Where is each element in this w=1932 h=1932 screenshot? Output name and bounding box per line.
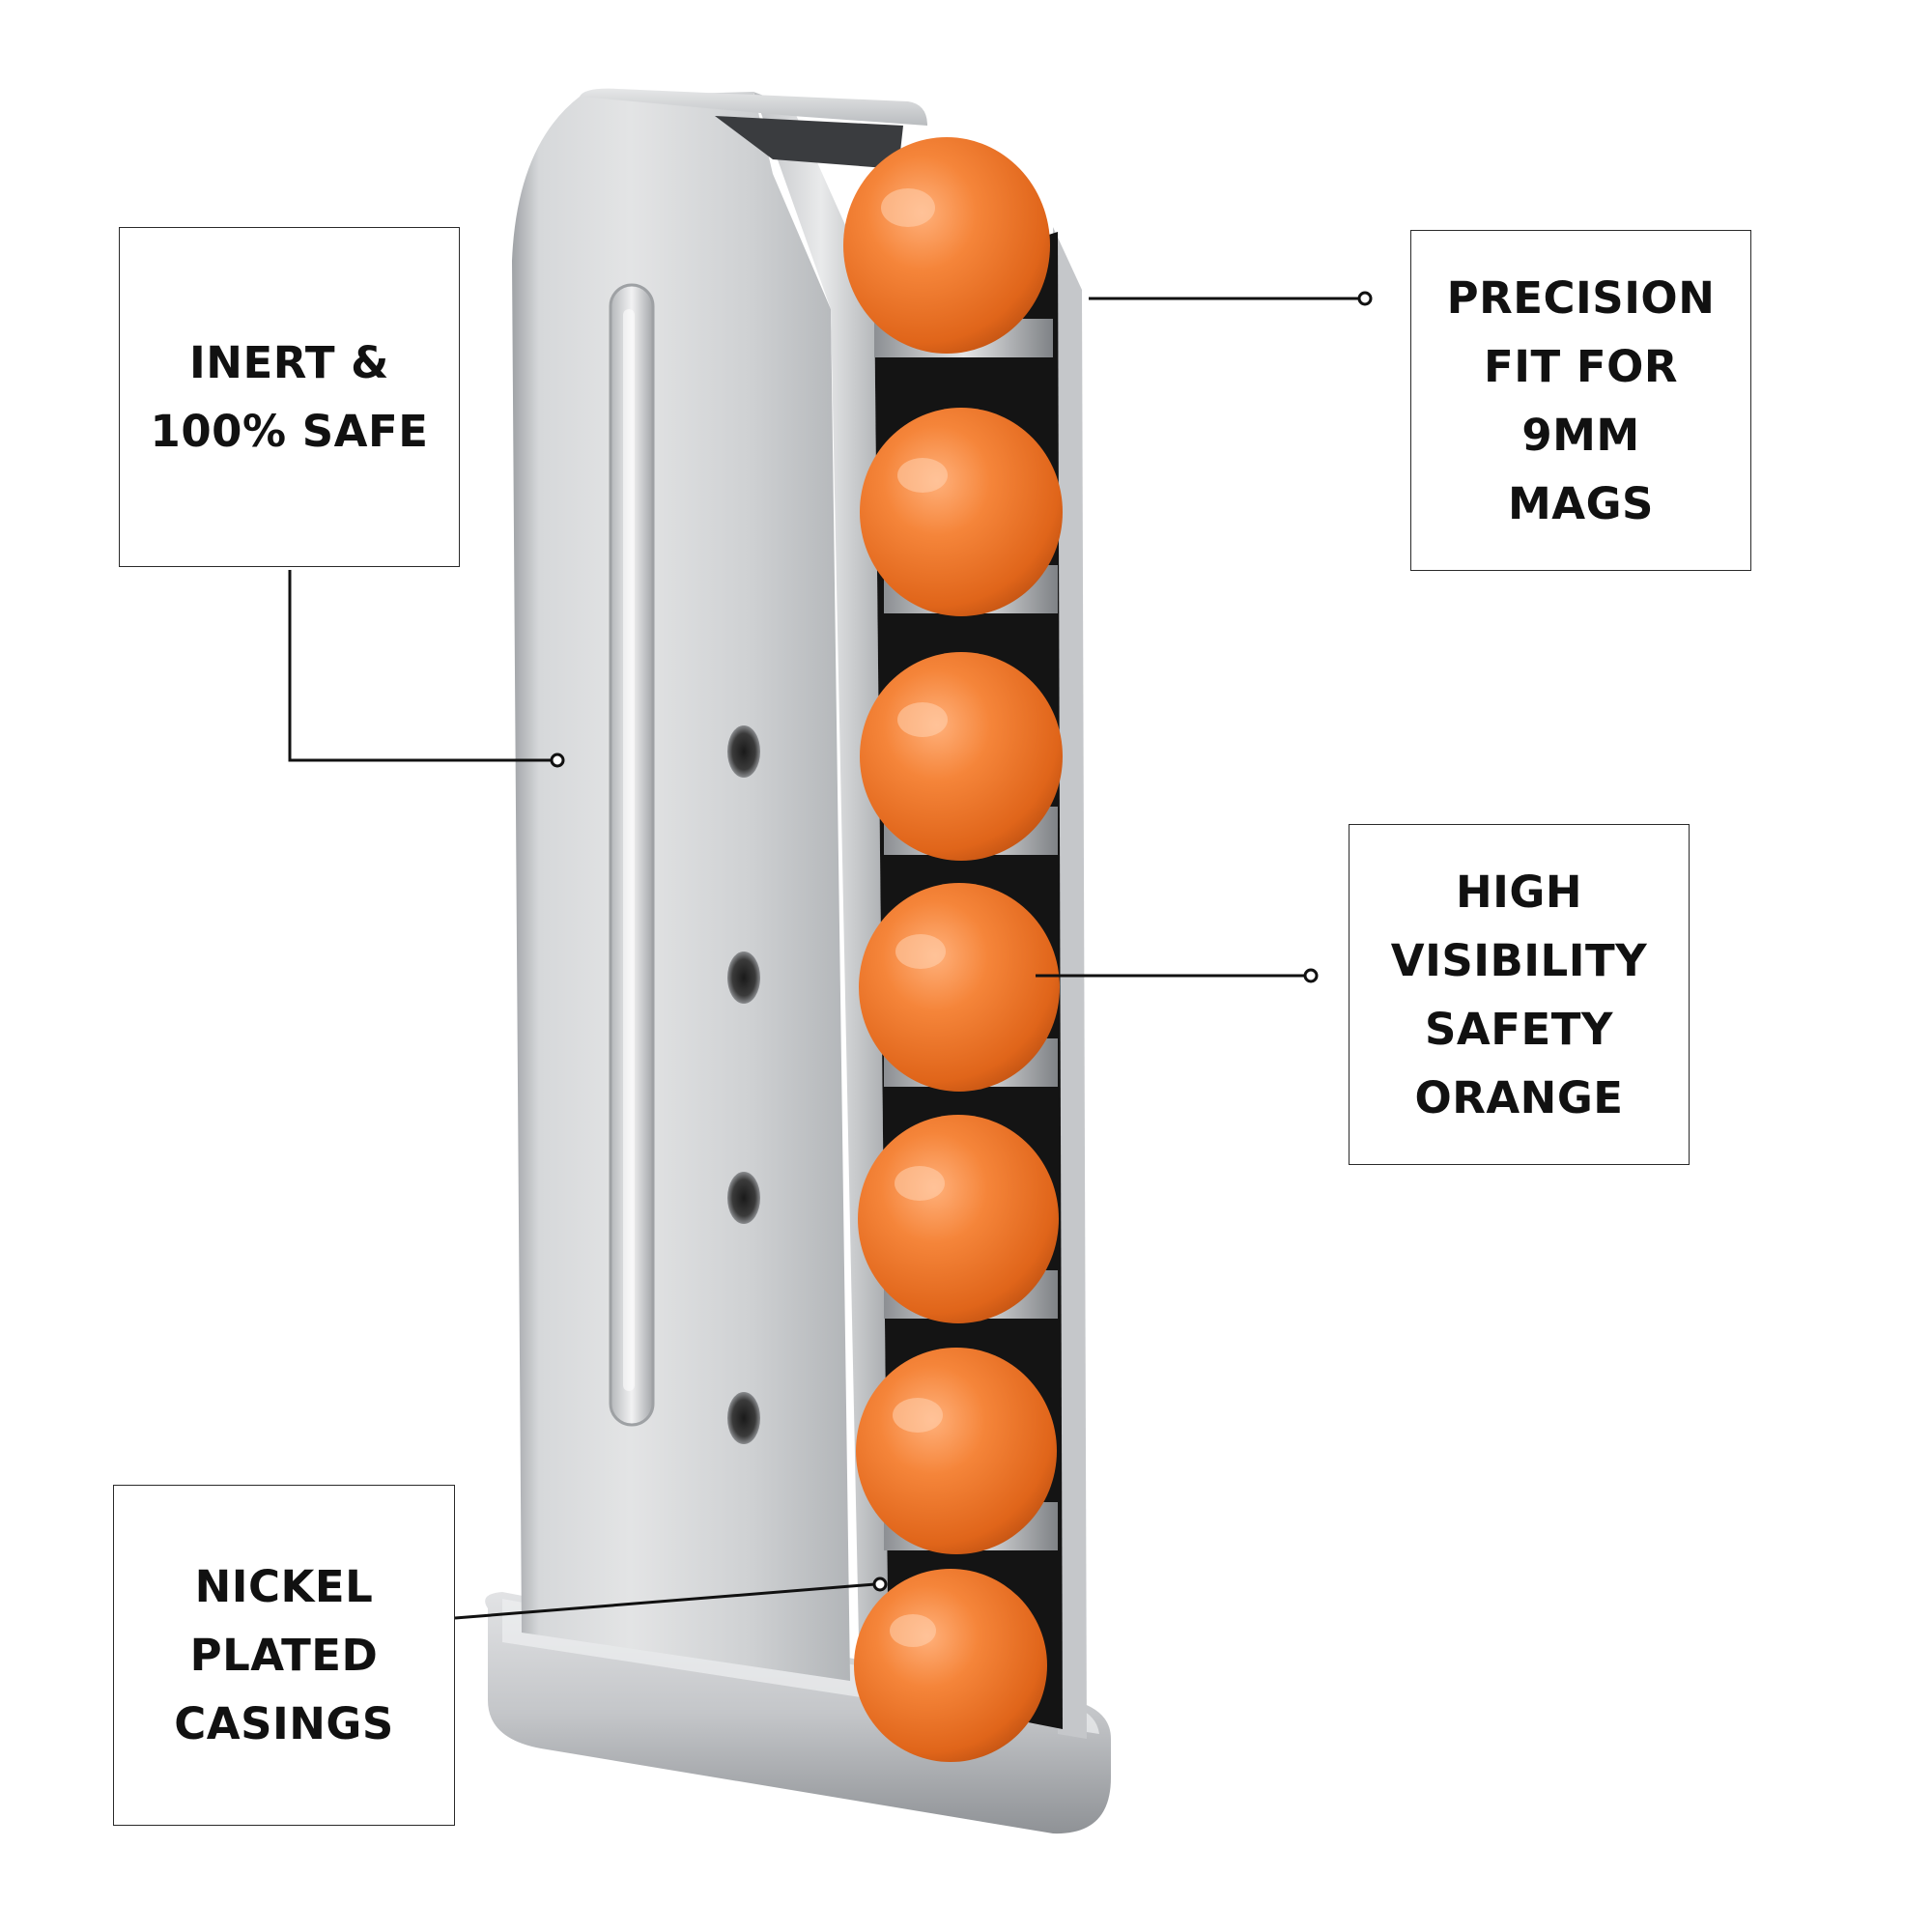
magazine-body (512, 88, 1087, 1739)
dummy-round-5 (858, 1115, 1059, 1323)
callout-inert-safe: INERT & 100% SAFE (119, 227, 460, 567)
callout-nickel-plated-text: NICKEL PLATED CASINGS (174, 1561, 394, 1749)
leader-dot-visibility (1303, 968, 1319, 983)
leader-dot-inert (550, 753, 565, 768)
callout-high-visibility: HIGH VISIBILITY SAFETY ORANGE (1349, 824, 1690, 1165)
leader-line-inert (288, 570, 553, 762)
callout-inert-safe-text: INERT & 100% SAFE (150, 337, 429, 457)
dummy-round-3 (860, 652, 1063, 861)
leader-lines (288, 291, 1373, 1620)
callout-high-visibility-text: HIGH VISIBILITY SAFETY ORANGE (1390, 866, 1648, 1123)
leader-dot-nickel (872, 1577, 888, 1592)
dummy-round-1 (843, 137, 1053, 357)
callout-precision-fit: PRECISION FIT FOR 9MM MAGS (1410, 230, 1751, 571)
witness-holes (727, 725, 760, 1444)
dummy-round-7 (854, 1569, 1047, 1762)
leader-line-nickel (454, 1582, 876, 1620)
round-highlights (881, 188, 948, 1647)
callout-precision-fit-text: PRECISION FIT FOR 9MM MAGS (1446, 271, 1716, 529)
callout-nickel-plated: NICKEL PLATED CASINGS (113, 1485, 455, 1826)
dummy-round-2 (860, 408, 1063, 616)
dummy-rounds (843, 137, 1063, 1762)
leader-dot-precision (1357, 291, 1373, 306)
magazine-side-slot (609, 283, 655, 1427)
dummy-round-6 (856, 1348, 1058, 1554)
dummy-round-4 (859, 883, 1060, 1092)
